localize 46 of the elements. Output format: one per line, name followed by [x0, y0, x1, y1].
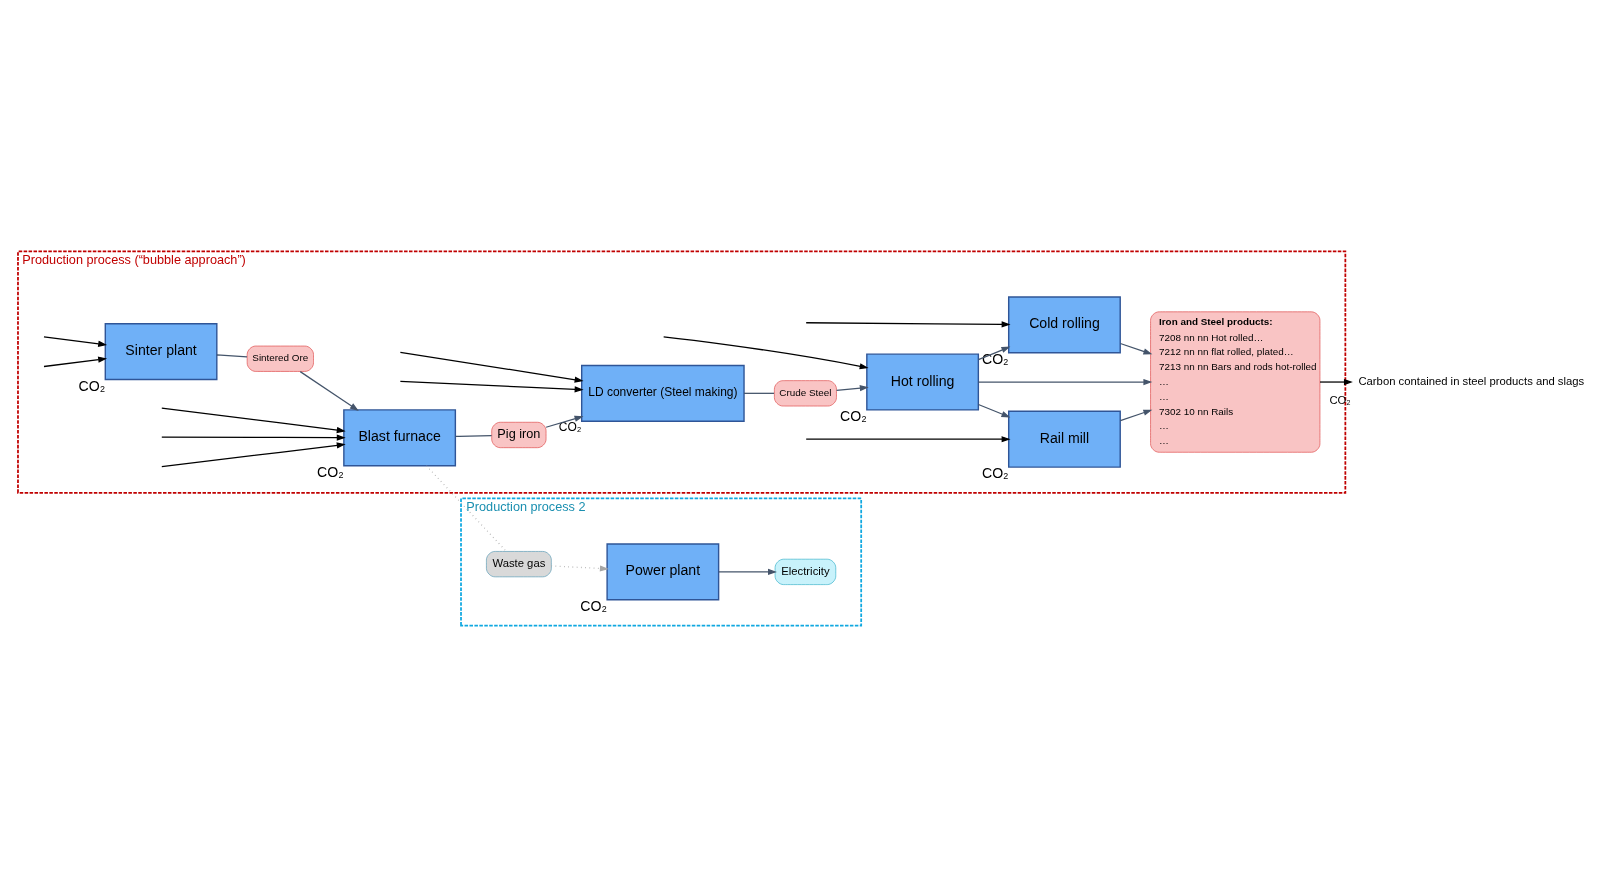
arrow [161, 407, 346, 433]
arrow [805, 435, 1011, 442]
connector [743, 392, 775, 394]
node-label: CO₂ [317, 463, 344, 480]
node-box: Iron and Steel products: 7208 nn nn Hot rolled… 7212 nn nn flat rolled, plated… 7213 nn nn Bars and rods hot-rolled … … 7302 10 nn Rails … … [1150, 310, 1321, 453]
connector [216, 353, 248, 357]
connector [425, 464, 507, 552]
node-box: Electricity [774, 558, 837, 585]
node-box: Pig iron [491, 421, 547, 448]
arrow [977, 378, 1153, 385]
arrow [161, 441, 346, 467]
node-box: Cold rolling [1008, 295, 1121, 353]
node-box: LD converter (Steel making) [581, 364, 745, 422]
arrow [550, 564, 609, 572]
arrow [161, 434, 346, 441]
node-box: Waste gas [486, 550, 552, 577]
node-box: Crude Steel [774, 379, 837, 406]
node-box: Rail mill [1008, 410, 1121, 468]
connector [454, 434, 493, 437]
node-box: Power plant [606, 542, 720, 600]
arrow [399, 380, 584, 392]
arrow [805, 320, 1011, 327]
node-label: CO₂ [981, 464, 1009, 481]
node-label: CO₂ [580, 597, 608, 614]
arrow [1119, 409, 1153, 421]
node-box: Sinter plant [104, 322, 218, 380]
arrow [663, 335, 869, 369]
node-box: Blast furnace [343, 408, 457, 466]
arrow [299, 370, 359, 411]
node-label: CO₂ [78, 377, 106, 394]
arrow [399, 351, 584, 383]
arrow [977, 346, 1011, 360]
arrow [545, 415, 584, 428]
arrow [835, 384, 869, 391]
node-label: CO₂ [558, 419, 582, 434]
arrow [1319, 378, 1353, 385]
node-box: Sintered Ore [246, 345, 314, 372]
arrow [1119, 342, 1153, 354]
arrow [977, 403, 1011, 417]
node-label: CO₂ [840, 407, 867, 424]
node-label: CO₂ [981, 350, 1009, 367]
arrow [43, 356, 108, 367]
node-box: Hot rolling [866, 352, 980, 411]
arrow [43, 335, 108, 347]
arrow [718, 568, 777, 575]
node-text: Carbon contained in steel products and slags [1358, 374, 1585, 387]
